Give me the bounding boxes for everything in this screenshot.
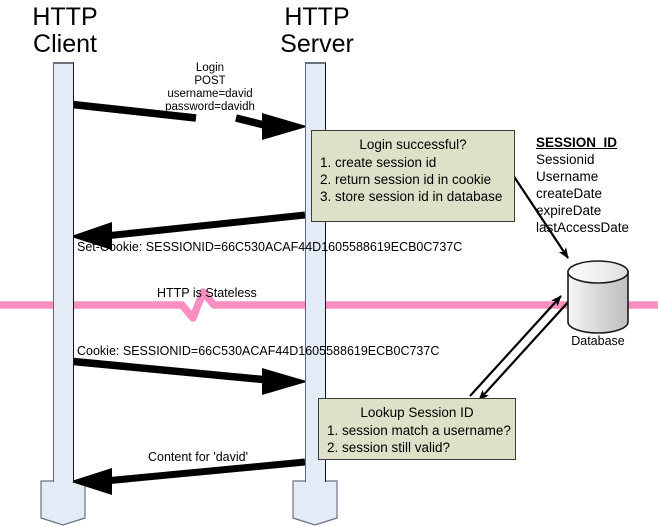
step-number: 3.: [320, 189, 332, 204]
client-lifeline-arrowhead: [40, 480, 86, 526]
process-box-lookup-title: Lookup Session ID: [360, 405, 474, 420]
session-id-field: lastAccessDate: [536, 220, 630, 235]
stateless-break-line: [0, 288, 658, 322]
step-text: return session id in cookie: [335, 172, 492, 187]
step-text: store session id in database: [335, 189, 503, 204]
arrow-cookie-request: [67, 357, 308, 395]
arrow-content-response: [70, 458, 306, 495]
process-box-login-successful: Login successful? 1.create session id 2.…: [311, 130, 515, 222]
session-id-field: expireDate: [536, 203, 602, 218]
actor-label-http-client: HTTP Client: [32, 3, 98, 58]
list-item: 1.create session id: [320, 154, 506, 171]
list-item: 2.return session id in cookie: [320, 171, 506, 188]
database-label: Database: [571, 334, 625, 348]
database-cylinder: [567, 260, 629, 334]
process-box-login-steps: 1.create session id 2.return session id …: [320, 154, 506, 205]
list-item: 1.session match a username?: [327, 422, 511, 439]
step-number: 1.: [320, 155, 332, 170]
list-item: 2.session still valid?: [327, 439, 507, 456]
actor-label-http-server: HTTP Server: [280, 3, 354, 58]
step-text: create session id: [335, 155, 437, 170]
lifeline-http-client: [53, 62, 74, 482]
step-number: 2.: [320, 172, 332, 187]
list-item: 3.store session id in database: [320, 188, 506, 205]
session-id-legend-title: SESSION_ID: [536, 135, 618, 150]
message-label-login-post: Login POST username=david password=david…: [165, 62, 255, 113]
session-id-field: createDate: [536, 186, 603, 201]
step-number: 2.: [327, 440, 339, 455]
note-http-is-stateless: HTTP is Stateless: [157, 286, 257, 300]
process-box-lookup-session-id: Lookup Session ID 1.session match a user…: [318, 398, 516, 460]
process-box-lookup-steps: 1.session match a username? 2.session st…: [327, 422, 511, 456]
message-label-set-cookie: Set-Cookie: SESSIONID=66C530ACAF44D16055…: [77, 240, 463, 254]
server-lifeline-arrowhead: [292, 480, 338, 526]
step-text: session still valid?: [342, 440, 451, 455]
arrow-database-to-lookup: [478, 299, 571, 401]
message-label-content-response: Content for 'david': [148, 450, 248, 464]
process-box-login-title: Login successful?: [359, 137, 467, 152]
message-label-cookie-request: Cookie: SESSIONID=66C530ACAF44D160558861…: [77, 344, 440, 358]
step-number: 1.: [327, 423, 339, 438]
step-text: session match a username?: [342, 423, 511, 438]
session-id-field: Sessionid: [536, 152, 595, 167]
session-id-legend: SESSION_ID Sessionid Username createDate…: [536, 134, 629, 236]
session-id-field: Username: [536, 169, 599, 184]
